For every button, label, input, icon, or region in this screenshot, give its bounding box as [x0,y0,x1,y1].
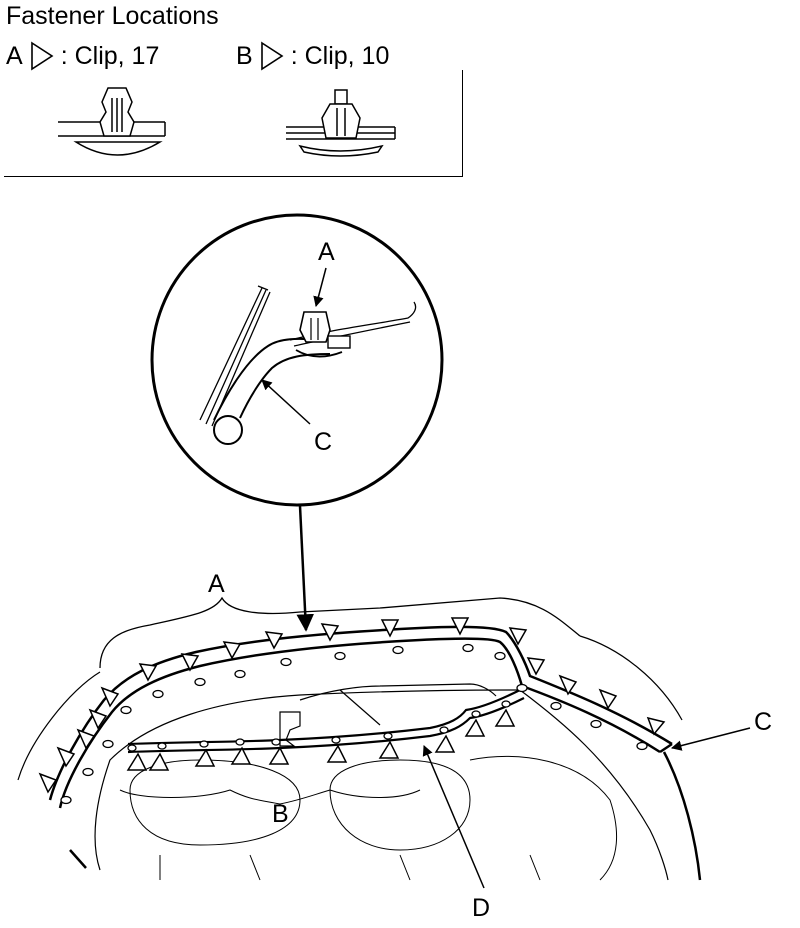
clip-b-marker-icon [326,744,348,763]
clip-a-marker-icon [222,641,242,660]
detail-callout-c: C [314,428,333,456]
clip-a-marker-icon [180,653,200,672]
clip-b-marker-icon [194,748,216,767]
clip-a-marker-icon [508,627,528,646]
clip-a-marker-icon [646,716,666,736]
clip-a-marker-icon [264,631,284,650]
clip-a-marker-icon [38,772,58,794]
clip-a-marker-icon [380,619,400,638]
callout-b: B [272,800,289,828]
clip-a-marker-icon [598,688,618,710]
legend-text-a: : Clip, 17 [60,41,160,70]
clip-b-marker-icon [464,718,486,737]
legend-letter-b: B [236,41,253,70]
legend-text-b: : Clip, 10 [290,41,390,70]
clip-a-marker-icon [450,617,470,636]
callout-c-arrow [670,727,751,751]
page-title: Fastener Locations [6,2,219,30]
detail-callout-a: A [318,238,335,266]
legend-item-clip-17: A : Clip, 17 [6,41,159,71]
clip-a-marker-icon [320,623,340,642]
clip-marker-icon [260,41,284,71]
weatherstrip-d [127,689,525,754]
legend-item-clip-10: B : Clip, 10 [236,41,389,71]
clip-b-marker-icon [378,740,400,759]
clip-a-marker-icon [88,708,108,730]
clip-a-marker-icon [56,746,76,768]
clip-a-marker-icon [76,728,96,750]
clip-marker-icon [30,41,54,71]
clip-b-marker-icon [230,746,252,765]
group-a-brace [99,596,581,669]
clip-b-illustration-icon [286,89,396,157]
callout-d-arrow [422,745,485,889]
legend-letter-a: A [6,41,23,70]
detail-pointer-line [296,505,314,632]
weatherstrip-c [48,625,673,809]
callout-a: A [208,570,225,598]
clip-b-marker-icon [268,746,290,765]
clip-b-marker-icon [126,752,148,771]
clip-b-marker-icon [148,752,170,771]
clip-b-marker-icon [494,708,516,727]
callout-c: C [754,708,773,736]
clip-holes [60,643,648,805]
group-b-brace [119,789,421,805]
clip-b-markers [126,708,516,771]
detail-magnifier [150,213,444,507]
clip-a-marker-icon [558,674,578,696]
clip-b-marker-icon [434,734,456,753]
clip-a-markers [38,617,666,794]
legend-frame [4,70,463,177]
clip-a-illustration-icon [58,87,166,156]
callout-d: D [472,894,491,922]
clip-a-marker-icon [138,663,158,682]
clip-a-marker-icon [526,657,546,676]
trunk-lid-panel [17,635,702,881]
clip-a-marker-icon [100,686,120,708]
